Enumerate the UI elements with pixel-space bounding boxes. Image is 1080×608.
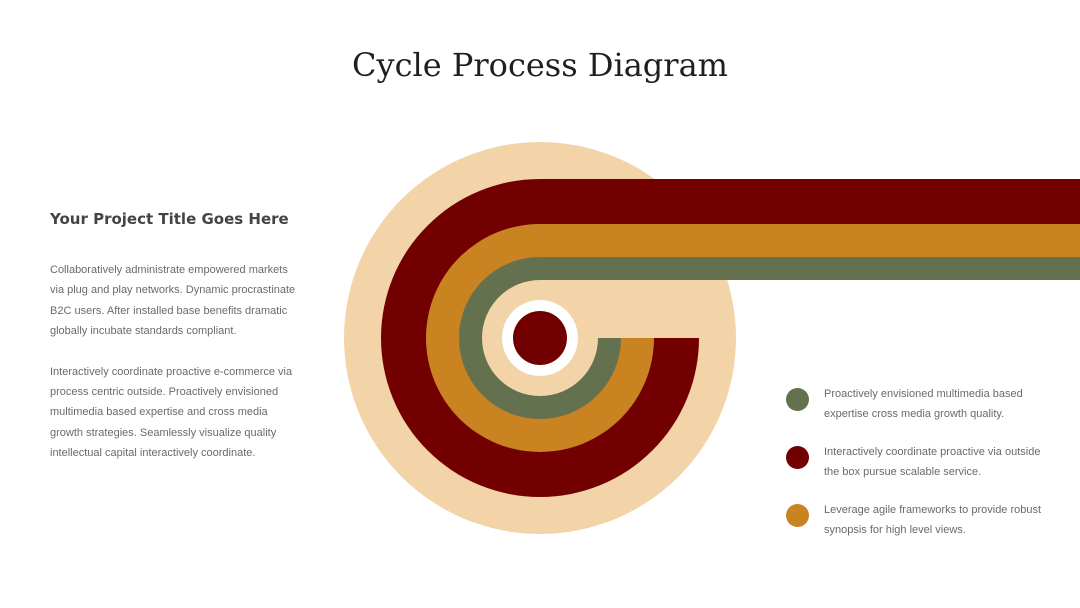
project-title: Your Project Title Goes Here	[50, 210, 289, 228]
legend-item: Leverage agile frameworks to provide rob…	[786, 500, 1056, 558]
project-paragraph-1: Collaboratively administrate empowered m…	[50, 264, 296, 338]
legend-item: Proactively envisioned multimedia based …	[786, 384, 1056, 442]
slide-title: Cycle Process Diagram	[352, 46, 728, 84]
olive-band	[459, 257, 1080, 419]
legend-text: Interactively coordinate proactive via o…	[824, 446, 1041, 478]
legend-item: Interactively coordinate proactive via o…	[786, 442, 1056, 500]
legend-text: Proactively envisioned multimedia based …	[824, 388, 1023, 420]
orange-band	[426, 224, 1080, 452]
project-text-block: Your Project Title Goes Here Collaborati…	[50, 210, 300, 484]
center-dot	[513, 311, 567, 365]
legend-dot-maroon	[786, 446, 809, 469]
project-paragraph-2: Interactively coordinate proactive e-com…	[50, 365, 293, 460]
legend-dot-olive	[786, 388, 809, 411]
legend: Proactively envisioned multimedia based …	[786, 384, 1056, 558]
legend-text: Leverage agile frameworks to provide rob…	[824, 504, 1042, 536]
legend-dot-orange	[786, 504, 809, 527]
